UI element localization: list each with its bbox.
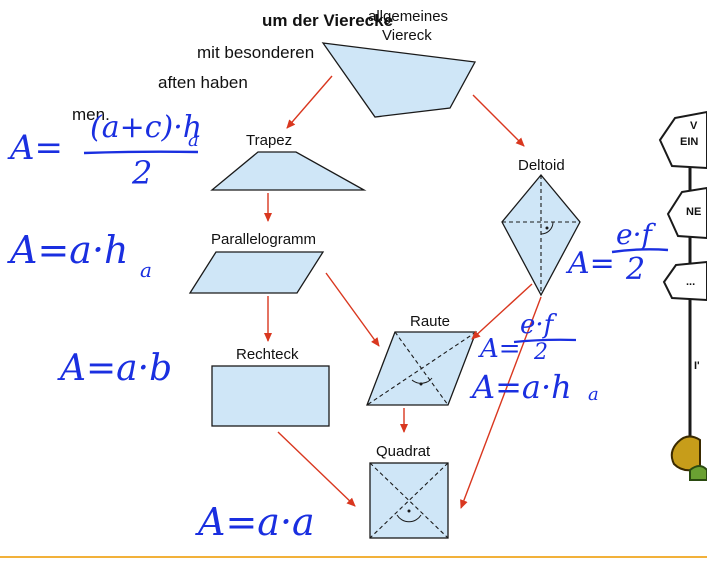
formula-trapez-denominator: 2 xyxy=(132,154,153,192)
sign-text-2: EIN xyxy=(680,136,699,148)
trapez-shape xyxy=(210,151,367,191)
signpost-illustration xyxy=(658,110,707,481)
deltoid-diagonals xyxy=(502,175,580,295)
allgemeines-viereck-shape xyxy=(321,42,477,118)
formula-raute-second: A=a·h xyxy=(472,368,572,406)
formula-quadrat: A=a·a xyxy=(198,500,315,544)
bottom-divider xyxy=(0,556,707,558)
intro-line-4: men. xyxy=(72,105,110,124)
formula-trapez-numerator: (a+c)·h xyxy=(90,110,203,145)
formula-parallelogramm-subscript: a xyxy=(140,258,152,282)
formula-deltoid-lhs: A= xyxy=(568,246,615,281)
sign-text-4: ... xyxy=(686,276,696,288)
formula-raute-second-subscript: a xyxy=(588,384,599,405)
label-allgemeines: allgemeines xyxy=(368,8,449,25)
label-quadrat: Quadrat xyxy=(376,443,431,460)
raute-diagonals xyxy=(366,331,477,406)
formula-deltoid-numerator: e·f xyxy=(616,218,652,251)
label-raute: Raute xyxy=(410,313,451,330)
intro-line-2: mit besonderen xyxy=(197,43,315,62)
formula-parallelogramm: A=a·h xyxy=(10,228,129,272)
formula-trapez-lhs: A= xyxy=(10,128,64,168)
formula-rechteck: A=a·b xyxy=(60,348,173,389)
label-deltoid: Deltoid xyxy=(518,157,565,174)
sign-text-3: NE xyxy=(686,206,702,218)
intro-line-3: aften haben xyxy=(158,73,248,92)
label-rechteck: Rechteck xyxy=(236,346,299,363)
hierarchy-arrows xyxy=(264,75,542,509)
label-parallelogramm: Parallelogramm xyxy=(211,231,317,248)
label-trapez: Trapez xyxy=(246,132,293,149)
sign-text-1: V xyxy=(690,120,698,132)
rechteck-shape xyxy=(211,365,330,427)
formula-deltoid-denominator: 2 xyxy=(626,252,646,287)
intro-title: um der Vierecke xyxy=(262,11,394,30)
formula-raute-denominator: 2 xyxy=(534,340,548,365)
quadrat-shape xyxy=(369,462,449,539)
formula-trapez-subscript: a xyxy=(188,130,199,151)
formula-raute-numerator: e·f xyxy=(520,310,554,340)
formula-raute-lhs: A= xyxy=(480,334,521,364)
parallelogramm-shape xyxy=(188,251,325,294)
sign-text-5: I' xyxy=(694,360,700,372)
label-viereck: Viereck xyxy=(382,27,432,44)
